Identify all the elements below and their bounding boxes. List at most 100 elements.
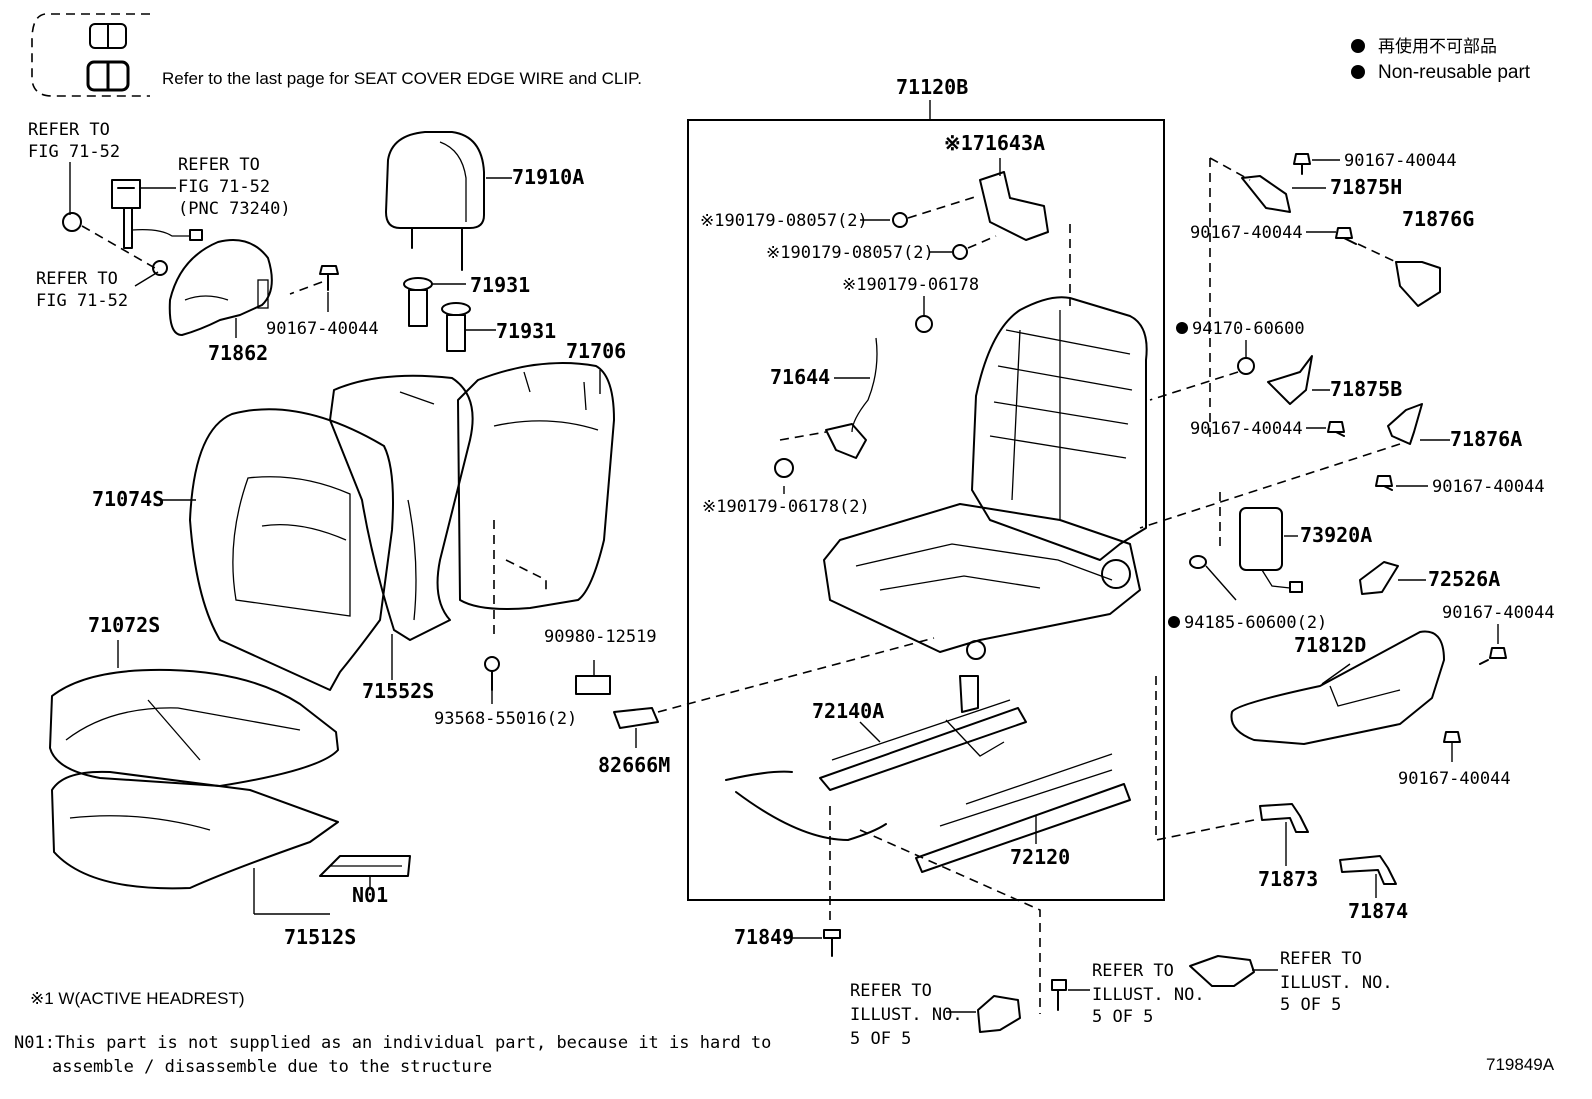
ref-illust-b-line2: ILLUST. NO. xyxy=(1092,985,1205,1005)
bracket-71873 xyxy=(1259,803,1309,833)
seat-hinge-cover-71862 xyxy=(168,239,273,336)
seat-cushion-frame xyxy=(823,503,1141,660)
refer-fig-a-line2: FIG 71-52 xyxy=(28,142,120,162)
label-71862: 71862 xyxy=(208,341,268,365)
label-90179-a: ※190179-08057(2) xyxy=(700,211,868,231)
refer-fig-b-line3: (PNC 73240) xyxy=(178,199,291,219)
label-82666M: 82666M xyxy=(598,753,670,777)
label-71931-a: 71931 xyxy=(470,273,530,297)
label-71643A: ※171643A xyxy=(944,131,1045,155)
grommet-icon xyxy=(62,212,82,232)
cover-ref-c xyxy=(1189,955,1255,987)
label-90167-4: 90167-40044 xyxy=(1190,419,1303,439)
seatback-cover-71706 xyxy=(457,362,615,610)
rod-wire xyxy=(725,770,887,841)
label-72120: 72120 xyxy=(1010,845,1070,869)
refer-fig-b-line2: FIG 71-52 xyxy=(178,177,270,197)
label-71876G: 71876G xyxy=(1402,207,1474,231)
label-71876A: 71876A xyxy=(1450,427,1522,451)
cable-71644 xyxy=(825,337,878,459)
side-shield-71812D xyxy=(1230,630,1445,745)
figure-id: 719849A xyxy=(1486,1055,1555,1074)
headrest-71910A xyxy=(385,131,485,271)
label-71849: 71849 xyxy=(734,925,794,949)
cover-ref-a xyxy=(977,995,1021,1033)
label-72526A: 72526A xyxy=(1428,567,1500,591)
label-90167-1: 90167-40044 xyxy=(266,319,379,339)
airbag-73920A xyxy=(1239,507,1303,593)
nonreusable-bullet-icon xyxy=(1168,616,1180,628)
bracket-71643A xyxy=(979,171,1049,241)
seat-cushion-cover-71072S xyxy=(49,668,339,787)
label-90167-3: 90167-40044 xyxy=(1190,223,1303,243)
screw-90167-g xyxy=(1443,731,1461,762)
screw-90167-b xyxy=(1293,153,1311,175)
label-90167-5: 90167-40044 xyxy=(1432,477,1545,497)
frame-assembly-box xyxy=(687,119,1165,901)
label-71072S: 71072S xyxy=(88,613,160,637)
label-90167-6: 90167-40044 xyxy=(1442,603,1555,623)
headrest-support-71931-b xyxy=(441,302,471,352)
label-90179-b: ※190179-08057(2) xyxy=(766,243,934,263)
seat-track-72140A xyxy=(819,675,1027,791)
label-71931-b: 71931 xyxy=(496,319,556,343)
label-71873: 71873 xyxy=(1258,867,1318,891)
ref-illust-b-line1: REFER TO xyxy=(1092,961,1174,981)
label-94185: 94185-60600(2) xyxy=(1184,613,1327,633)
ref-illust-a-line1: REFER TO xyxy=(850,981,932,1001)
screw-90167-d xyxy=(1327,421,1345,437)
label-72140A: 72140A xyxy=(812,699,884,723)
bracket-71874 xyxy=(1339,855,1397,885)
bolt-ref-b xyxy=(1051,979,1067,1011)
seatbelt-buckle xyxy=(111,179,203,249)
footnote-active-headrest: ※1 W(ACTIVE HEADREST) xyxy=(30,989,244,1008)
ref-illust-c-line3: 5 OF 5 xyxy=(1280,995,1341,1015)
screw-90167-e xyxy=(1375,475,1393,491)
label-94170: 94170-60600 xyxy=(1192,319,1305,339)
label-90167-7: 90167-40044 xyxy=(1398,769,1511,789)
label-71910A: 71910A xyxy=(512,165,584,189)
ref-illust-c-line2: ILLUST. NO. xyxy=(1280,973,1393,993)
ref-illust-b-line3: 5 OF 5 xyxy=(1092,1007,1153,1027)
nut-94185 xyxy=(1189,555,1207,569)
refer-fig-c-line1: REFER TO xyxy=(36,269,118,289)
part-N01 xyxy=(319,855,411,877)
refer-fig-b-line1: REFER TO xyxy=(178,155,260,175)
seatback-frame xyxy=(971,296,1148,561)
footnote-n01-line2: assemble / disassemble due to the struct… xyxy=(52,1057,492,1077)
nonreusable-en: Non-reusable part xyxy=(1378,62,1531,83)
label-71074S: 71074S xyxy=(92,487,164,511)
label-90179-c: ※190179-06178 xyxy=(842,275,979,295)
bullet-icon xyxy=(1351,65,1365,79)
legend-box: Refer to the last page for SEAT COVER ED… xyxy=(31,13,642,97)
label-90167-2: 90167-40044 xyxy=(1344,151,1457,171)
group-label-71120B: 71120B xyxy=(896,75,968,99)
footnote-n01-line1: N01:This part is not supplied as an indi… xyxy=(14,1033,771,1053)
label-71874: 71874 xyxy=(1348,899,1408,923)
label-71706: 71706 xyxy=(566,339,626,363)
refer-fig-c-line2: FIG 71-52 xyxy=(36,291,128,311)
screw-90167-a xyxy=(319,265,339,291)
seat-cushion-pad-71512S xyxy=(51,770,339,890)
seatback-pad-71552S xyxy=(329,374,474,641)
cover-71875B xyxy=(1267,355,1313,405)
nonreusable-bullet-icon xyxy=(1176,322,1188,334)
label-71552S: 71552S xyxy=(362,679,434,703)
connector-90980 xyxy=(575,660,611,695)
sensor-82666M xyxy=(613,707,659,748)
refer-fig-a-line1: REFER TO xyxy=(28,120,110,140)
ref-illust-c-line1: REFER TO xyxy=(1280,949,1362,969)
label-71644: 71644 xyxy=(770,365,830,389)
label-90179-d: ※190179-06178(2) xyxy=(702,497,870,517)
bullet-icon xyxy=(1351,39,1365,53)
seatback-cover-71074S xyxy=(189,408,394,691)
label-71875B: 71875B xyxy=(1330,377,1402,401)
headrest-support-71931-a xyxy=(403,277,433,327)
cover-71875H xyxy=(1241,175,1291,213)
label-93568: 93568-55016(2) xyxy=(434,709,577,729)
cover-72526A xyxy=(1359,561,1399,595)
pin-93568 xyxy=(484,656,500,691)
cover-71876A xyxy=(1387,403,1423,445)
label-71812D: 71812D xyxy=(1294,633,1366,657)
